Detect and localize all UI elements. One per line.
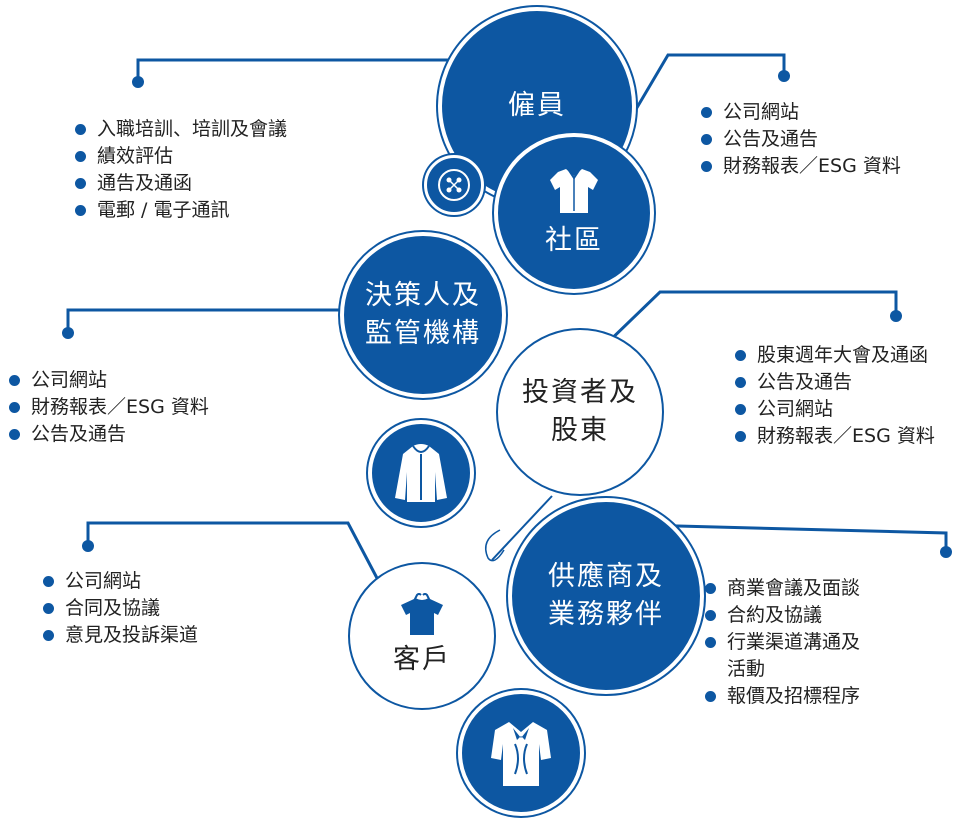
- list-item: 公告及通告: [698, 126, 901, 153]
- blouse-icon: [458, 690, 584, 816]
- node-customers-label: 客戶: [393, 644, 451, 675]
- list-item: 財務報表／ESG 資料: [6, 394, 209, 421]
- list-item: 行業渠道溝通及 活動: [702, 629, 860, 683]
- shirt-icon: [550, 168, 598, 213]
- list-item: 公告及通告: [6, 421, 209, 448]
- connector-investors: [598, 290, 898, 352]
- needle-icon: [485, 495, 553, 562]
- list-item: 財務報表／ESG 資料: [732, 423, 935, 450]
- community-channel-list: 公司網站 公告及通告 財務報表／ESG 資料: [698, 99, 901, 180]
- connector-regulators: [66, 308, 355, 332]
- list-item: 合約及協議: [702, 602, 860, 629]
- list-item: 公司網站: [6, 367, 209, 394]
- tshirt-icon: [401, 593, 443, 635]
- list-item: 合同及協議: [40, 595, 198, 622]
- list-item: 股東週年大會及通函: [732, 342, 935, 369]
- node-suppliers-label: 供應商及 業務夥伴: [548, 561, 664, 630]
- customers-channel-list: 公司網站 合同及協議 意見及投訴渠道: [40, 568, 198, 649]
- list-item: 公司網站: [698, 99, 901, 126]
- employees-channel-list: 入職培訓、培訓及會議 績效評估 通告及通函 電郵 / 電子通訊: [72, 116, 287, 224]
- regulators-channel-list: 公司網站 財務報表／ESG 資料 公告及通告: [6, 367, 209, 448]
- list-item: 績效評估: [72, 143, 287, 170]
- list-item: 意見及投訴渠道: [40, 622, 198, 649]
- node-regulators-label: 決策人及 監管機構: [365, 280, 481, 349]
- connector-dot-regulators: [62, 327, 74, 339]
- button-icon: [424, 155, 484, 215]
- connector-community: [610, 53, 786, 151]
- list-item: 財務報表／ESG 資料: [698, 153, 901, 180]
- node-customers: 客戶: [348, 562, 496, 710]
- node-investors: 投資者及 股東: [496, 328, 664, 496]
- node-community-label: 社區: [545, 225, 603, 256]
- node-investors-label: 投資者及 股東: [522, 377, 638, 446]
- list-item: 通告及通函: [72, 170, 287, 197]
- node-employees-label: 僱員: [508, 90, 566, 121]
- node-regulators: 決策人及 監管機構: [340, 232, 506, 398]
- connector-customers: [86, 521, 380, 581]
- list-item: 報價及招標程序: [702, 683, 860, 710]
- list-item: 公告及通告: [732, 369, 935, 396]
- list-item: 電郵 / 電子通訊: [72, 197, 287, 224]
- connector-dot-community: [778, 70, 790, 82]
- node-suppliers: 供應商及 業務夥伴: [508, 498, 704, 694]
- connector-dot-suppliers: [940, 546, 952, 558]
- node-community: 社區: [494, 133, 654, 293]
- jacket-icon: [368, 420, 474, 526]
- connector-dot-employees: [132, 76, 144, 88]
- list-item: 公司網站: [732, 396, 935, 423]
- investors-channel-list: 股東週年大會及通函 公告及通告 公司網站 財務報表／ESG 資料: [732, 342, 935, 450]
- connector-employees: [136, 58, 470, 78]
- list-item: 公司網站: [40, 568, 198, 595]
- connector-dot-investors: [890, 310, 902, 322]
- list-item: 商業會議及面談: [702, 575, 860, 602]
- connector-dot-customers: [82, 540, 94, 552]
- list-item: 入職培訓、培訓及會議: [72, 116, 287, 143]
- suppliers-channel-list: 商業會議及面談 合約及協議 行業渠道溝通及 活動 報價及招標程序: [702, 575, 860, 710]
- connector-suppliers: [639, 523, 948, 550]
